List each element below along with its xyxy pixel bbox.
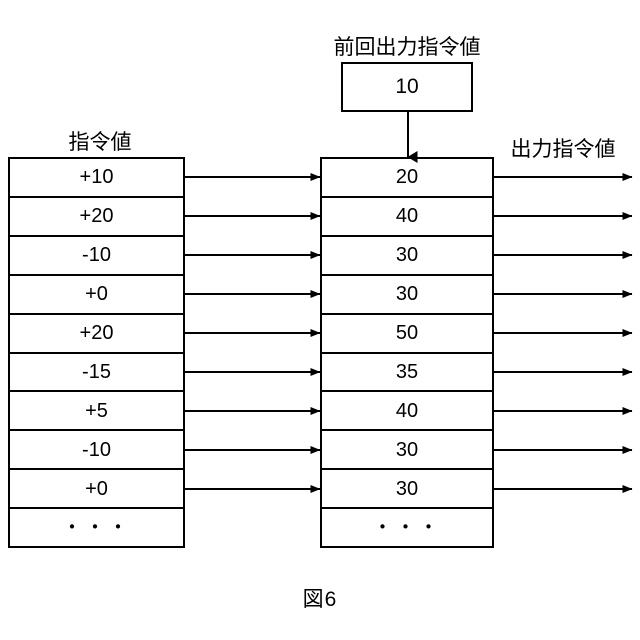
output-command-row: 20 — [322, 159, 492, 198]
figure-caption: 図6 — [303, 583, 338, 613]
command-value-row: -10 — [10, 237, 183, 276]
prev-output-label: 前回出力指令値 — [334, 31, 481, 61]
output-command-row: 35 — [322, 354, 492, 393]
prev-output-box: 10 — [341, 62, 473, 112]
output-command-row: 50 — [322, 315, 492, 354]
command-value-row: -15 — [10, 354, 183, 393]
command-value-row: +0 — [10, 276, 183, 315]
command-value-label: 指令値 — [69, 126, 132, 156]
output-command-row: 30 — [322, 431, 492, 470]
output-command-table: 204030305035403030・・・ — [320, 157, 494, 548]
prev-output-value: 10 — [343, 64, 471, 110]
command-value-row: -10 — [10, 431, 183, 470]
output-command-row: 40 — [322, 392, 492, 431]
command-value-row: +5 — [10, 392, 183, 431]
command-value-row: +0 — [10, 470, 183, 509]
command-value-row: +20 — [10, 198, 183, 237]
output-command-row: 30 — [322, 237, 492, 276]
command-value-table: +10+20-10+0+20-15+5-10+0・・・ — [8, 157, 185, 548]
output-command-row: 30 — [322, 276, 492, 315]
output-command-label: 出力指令値 — [511, 133, 616, 163]
output-command-row: 40 — [322, 198, 492, 237]
command-value-row: +20 — [10, 315, 183, 354]
output-command-row: 30 — [322, 470, 492, 509]
output-command-row: ・・・ — [322, 509, 492, 546]
command-value-row: +10 — [10, 159, 183, 198]
command-value-row: ・・・ — [10, 509, 183, 546]
